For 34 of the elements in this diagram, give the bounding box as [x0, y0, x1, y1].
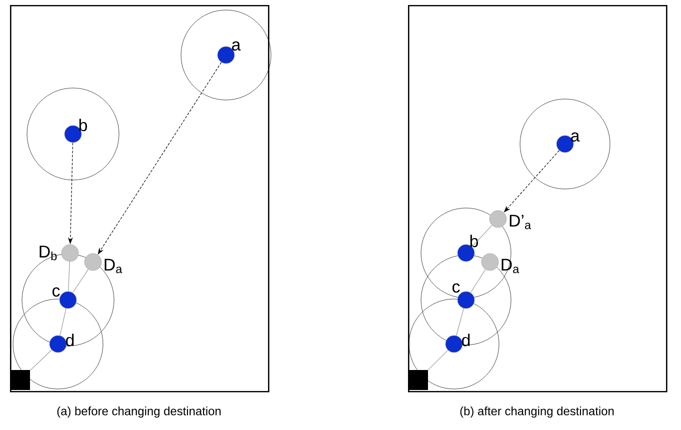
node-dot [49, 335, 67, 353]
link-line [68, 261, 70, 292]
node-dot [457, 291, 475, 309]
link-line [60, 308, 66, 336]
point-label: c [452, 283, 460, 293]
point-label: d [462, 334, 470, 346]
point-label: a [232, 41, 241, 51]
point-label: a [571, 132, 580, 142]
point-label: d [66, 334, 74, 346]
node-dot [445, 335, 463, 353]
panel-frame [10, 5, 270, 392]
base-station-square [408, 370, 428, 390]
link-line [72, 268, 89, 294]
link-line [456, 308, 464, 336]
point-label: D$_{b}$ [40, 246, 57, 260]
point-label: D$_{a}$ [104, 258, 122, 274]
panel-caption: (a) before changing destination [57, 406, 221, 418]
point-label: c [52, 287, 60, 297]
panel-caption: (b) after changing destination [460, 406, 614, 418]
destination-dot [481, 253, 499, 271]
link-line [428, 350, 448, 370]
destination-dot [61, 244, 79, 262]
point-label: b [470, 234, 478, 248]
link-line [30, 350, 52, 371]
link-line [472, 225, 492, 247]
point-label: D’$_{a}$ [510, 214, 532, 230]
link-line [470, 269, 486, 293]
point-label: D$_{a}$ [502, 258, 520, 274]
panel-frame [408, 5, 668, 392]
node-dot [59, 291, 77, 309]
point-label: b [79, 118, 87, 132]
destination-dot [84, 253, 102, 271]
destination-dot [489, 210, 507, 228]
base-station-square [10, 370, 30, 390]
